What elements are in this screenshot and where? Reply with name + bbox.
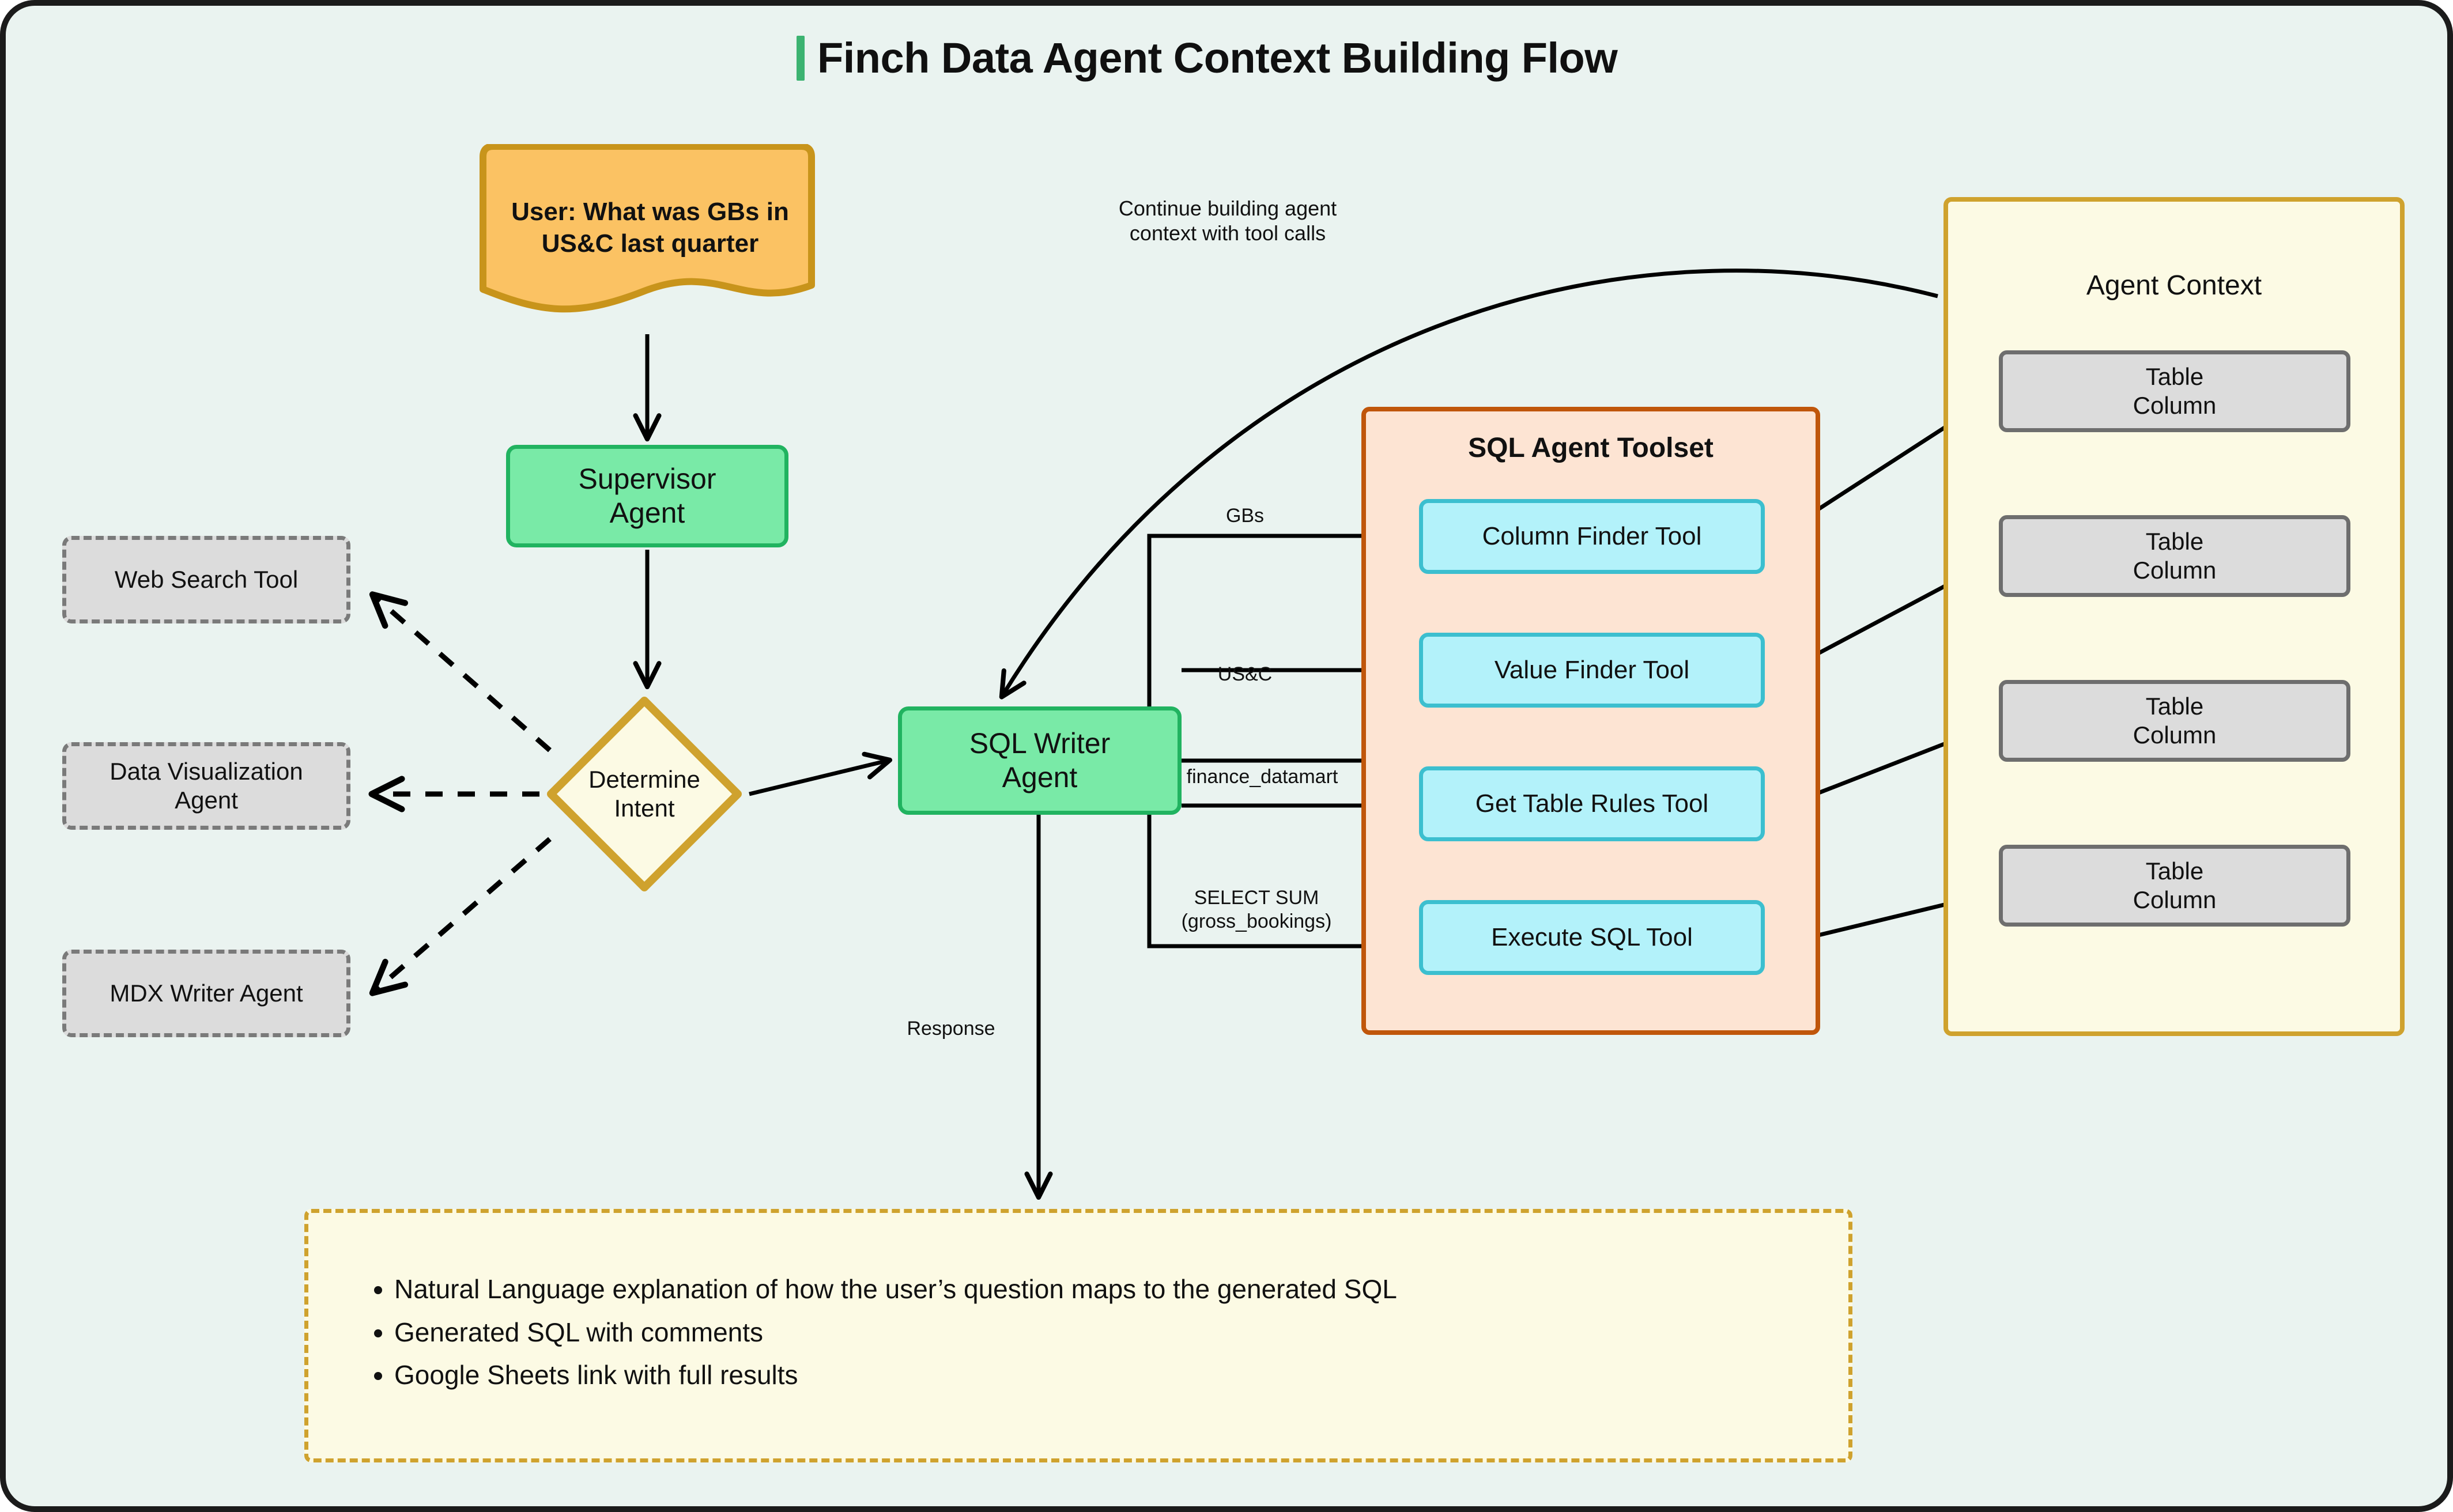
node-mdx-writer-agent[interactable]: MDX Writer Agent	[62, 950, 350, 1037]
edge-label-response: Response	[907, 1018, 995, 1040]
edge-intent-to-mdx-writer	[369, 837, 552, 996]
node-sql-writer-agent[interactable]: SQL Writer Agent	[898, 706, 1182, 815]
edge-label-select-sum: SELECT SUM (gross_bookings)	[1181, 887, 1332, 932]
output-bullet-list: Natural Language explanation of how the …	[362, 1268, 1835, 1397]
title-accent-bar	[797, 35, 805, 81]
sql-agent-toolset-title: SQL Agent Toolset	[1468, 433, 1714, 463]
context-item-table-column[interactable]: Table Column	[1999, 350, 2350, 432]
tool-get-table-rules[interactable]: Get Table Rules Tool	[1419, 766, 1765, 841]
node-supervisor-agent[interactable]: Supervisor Agent	[506, 445, 788, 547]
node-web-search-tool[interactable]: Web Search Tool	[62, 536, 350, 623]
edge-intent-to-web-search	[369, 591, 552, 753]
tool-value-finder[interactable]: Value Finder Tool	[1419, 633, 1765, 708]
edge-label-usc: US&C	[1217, 663, 1273, 685]
output-panel-container	[304, 1209, 1852, 1462]
node-data-visualization-agent[interactable]: Data Visualization Agent	[62, 742, 350, 830]
context-item-table-column[interactable]: Table Column	[1999, 680, 2350, 762]
edge-label-finance-datamart: finance_datamart	[1186, 766, 1338, 788]
user-input-document	[471, 144, 823, 323]
determine-intent-label: Determine Intent	[588, 765, 700, 822]
agent-context-title: Agent Context	[2086, 270, 2262, 301]
node-determine-intent[interactable]: Determine Intent	[543, 693, 746, 895]
tool-column-finder[interactable]: Column Finder Tool	[1419, 499, 1765, 574]
context-item-table-column[interactable]: Table Column	[1999, 515, 2350, 597]
list-item: Google Sheets link with full results	[394, 1354, 1835, 1397]
title-text: Finch Data Agent Context Building Flow	[817, 34, 1618, 82]
edge-intent-to-sql-writer	[749, 751, 893, 796]
tool-execute-sql[interactable]: Execute SQL Tool	[1419, 900, 1765, 975]
edge-label-continue-context: Continue building agent context with too…	[1118, 196, 1337, 245]
edge-label-gbs: GBs	[1225, 505, 1265, 527]
user-input-label: User: What was GBs in US&C last quarter	[511, 198, 789, 258]
page-title: Finch Data Agent Context Building Flow	[797, 33, 1618, 82]
context-item-table-column[interactable]: Table Column	[1999, 845, 2350, 927]
list-item: Natural Language explanation of how the …	[394, 1268, 1835, 1311]
list-item: Generated SQL with comments	[394, 1311, 1835, 1354]
